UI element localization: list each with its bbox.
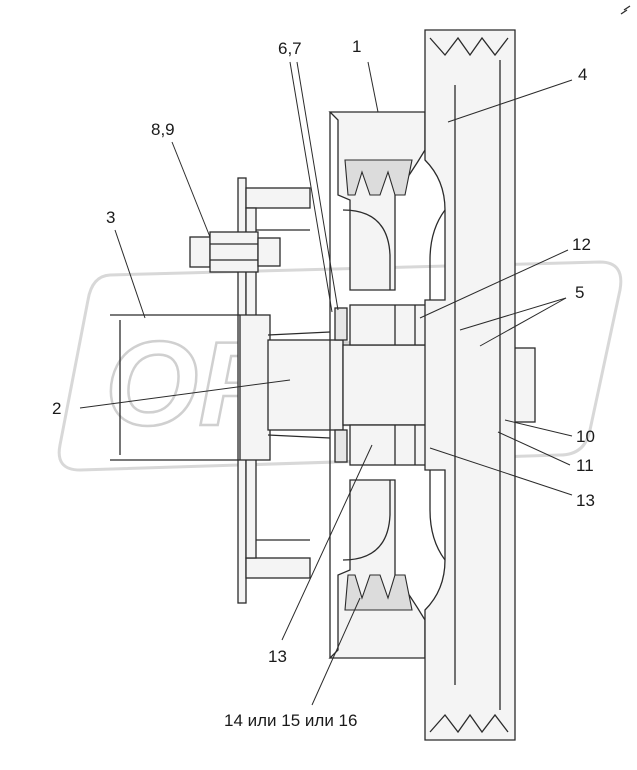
callout-6-7: 6,7 (278, 39, 302, 58)
belt-profiles-small (344, 159, 413, 611)
callout-4: 4 (578, 65, 588, 84)
callout-3: 3 (106, 208, 116, 227)
leader-lines (79, 61, 573, 706)
pulley-large (424, 29, 516, 741)
callout-8-9: 8,9 (151, 120, 175, 139)
callout-13-right: 13 (576, 491, 595, 510)
callout-11: 11 (576, 456, 594, 475)
corner-mark (620, 5, 631, 15)
callout-10: 10 (576, 427, 595, 446)
callout-12: 12 (572, 235, 591, 254)
callout-1: 1 (352, 37, 362, 56)
callout-5: 5 (575, 283, 585, 302)
bolt-assembly (189, 231, 281, 273)
callout-belt-options: 14 или 15 или 16 (224, 711, 358, 730)
tube-part (110, 314, 271, 461)
callout-2: 2 (52, 399, 62, 418)
pulley-small (328, 111, 426, 659)
callout-13-left: 13 (268, 647, 287, 666)
